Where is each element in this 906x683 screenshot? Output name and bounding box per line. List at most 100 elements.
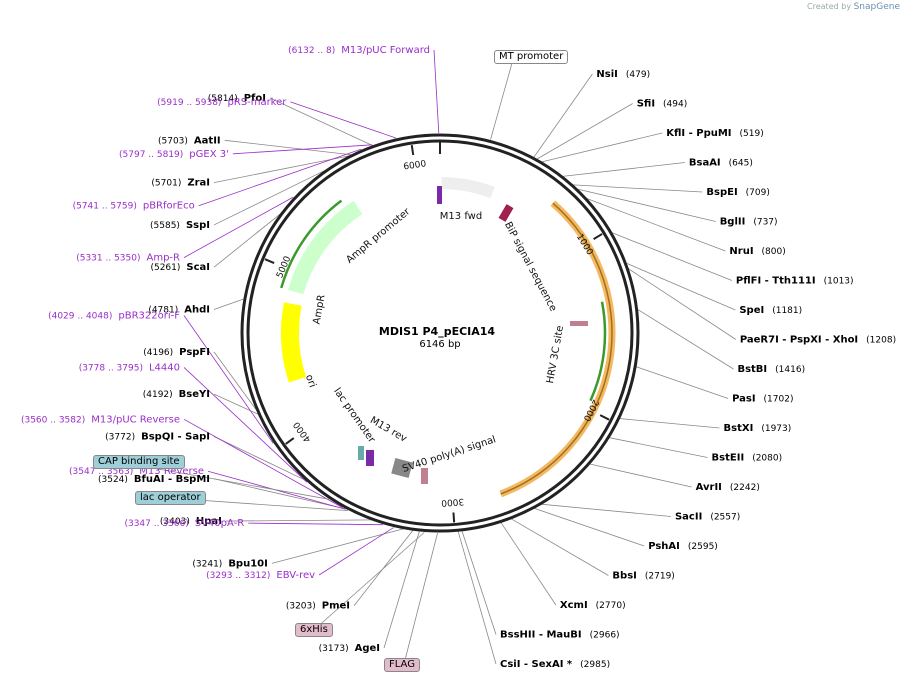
- leader-line: [457, 530, 497, 665]
- m13fwd-arrow: [441, 177, 495, 199]
- enzyme-hpai: (3403)HpaI: [160, 516, 222, 527]
- leader-line: [213, 166, 333, 226]
- leader-line: [624, 262, 736, 311]
- enzyme-bsteii: BstEII(2080): [712, 453, 783, 464]
- tick-4000: [285, 437, 295, 445]
- feature-arcs: [280, 177, 616, 498]
- leader-line: [500, 521, 557, 606]
- enzyme-avrii: AvrII(2242): [696, 482, 760, 493]
- ori-arrow: [281, 302, 307, 383]
- leader-line: [575, 188, 716, 222]
- primer-pgex-3: (5797 .. 5819)pGEX 3': [119, 149, 229, 160]
- enzyme-scai: (5261)ScaI: [150, 262, 210, 273]
- leader-line: [584, 197, 726, 252]
- lac-marker: [358, 446, 364, 460]
- plasmid-length: 6146 bp: [419, 339, 460, 350]
- leader-line: [588, 463, 692, 488]
- primer-line: [433, 49, 440, 134]
- enzyme-nsii: NsiI(479): [596, 69, 650, 80]
- enzyme-pshai: PshAI(2595): [648, 541, 718, 552]
- tick-1000: [593, 233, 603, 241]
- leader-line: [225, 519, 375, 522]
- enzyme-agei: (3173)AgeI: [319, 643, 380, 654]
- enzyme-bseyi: (4192)BseYI: [143, 389, 210, 400]
- leader-line: [532, 507, 645, 547]
- enzyme-pfoi: (5814)PfoI: [208, 93, 266, 104]
- cds-arc-line: [500, 202, 613, 495]
- leader-line: [509, 517, 609, 576]
- enzyme-bglii: BglII(737): [720, 217, 778, 228]
- enzyme-bspei: BspEI(709): [706, 187, 770, 198]
- his-marker: [421, 468, 428, 484]
- label-lines: [112, 49, 737, 665]
- enzyme-zrai: (5701)ZraI: [151, 178, 210, 189]
- ampr-outline-arc: [280, 199, 343, 289]
- feature-label-hrv: HRV 3C site: [545, 325, 566, 385]
- m13rev-marker: [366, 450, 374, 466]
- feature-box-mt-promoter: MT promoter: [494, 50, 569, 64]
- leader-line: [535, 103, 633, 161]
- feature-box-lac-operator: lac operator: [135, 491, 206, 505]
- enzyme-pasi: PasI(1702): [732, 394, 793, 405]
- enzyme-bsshii-maubi: BssHII - MauBI(2966): [500, 630, 620, 641]
- backbone-outer: [240, 133, 640, 533]
- plasmid-name: MDIS1 P4_pECIA14: [379, 325, 496, 338]
- credit: Created by SnapGene: [807, 2, 900, 12]
- tick-label: 3000: [441, 496, 465, 508]
- hrv-arc: [589, 301, 607, 402]
- enzyme-bspqi-sapi: (3772)BspQI - SapI: [105, 431, 210, 442]
- primer-sv40pa-r: (3347 .. 3366)SV40pA-R: [124, 518, 244, 529]
- feature-label-sv40: SV40 poly(A) signal: [401, 434, 497, 475]
- leader-line: [635, 365, 729, 399]
- ampr-promoter-arrow: [356, 192, 378, 212]
- leader-line: [224, 139, 354, 156]
- enzyme-pspfi: (4196)PspFI: [143, 347, 210, 358]
- primer-line: [183, 418, 343, 508]
- enzyme-bstxi: BstXI(1973): [724, 423, 792, 434]
- leader-line: [213, 351, 260, 415]
- primer-line: [183, 367, 308, 483]
- m13fwd-marker: [437, 186, 442, 204]
- feature-box-cap-binding-site: CAP binding site: [93, 455, 185, 469]
- feature-label-bip: BiP signal sequence: [502, 220, 559, 313]
- tick-6000: [410, 144, 415, 156]
- enzyme-xcmi: XcmI(2770): [560, 600, 626, 611]
- leader-line: [213, 298, 246, 310]
- tick-label: 6000: [403, 159, 427, 172]
- leader-line: [610, 231, 733, 281]
- feature-label-ampr: AmpR: [312, 294, 328, 325]
- enzyme-bpu10i: (3241)Bpu10I: [192, 558, 267, 569]
- snapgene-logo: SnapGene: [853, 2, 900, 12]
- primer-line: [183, 315, 274, 444]
- ampr-arrow: [288, 200, 363, 295]
- leader-line: [608, 437, 708, 458]
- leader-line: [636, 308, 734, 370]
- feature-box-line: [490, 55, 515, 140]
- leader-line: [383, 529, 421, 649]
- enzyme-sspi: (5585)SspI: [150, 220, 210, 231]
- primer-amp-r: (5331 .. 5350)Amp-R: [76, 253, 180, 264]
- enzyme-ahdi: (4781)AhdI: [148, 305, 210, 316]
- primer-line: [290, 101, 396, 139]
- feature-box-line: [403, 532, 438, 665]
- primer-line: [248, 522, 383, 526]
- leader-line: [532, 73, 593, 159]
- enzyme-paer7i-pspxi-xhoi: PaeR7I - PspXI - XhoI(1208): [740, 335, 896, 346]
- primer-l4440: (3778 .. 3795)L4440: [79, 362, 180, 373]
- tick-label: 5000: [275, 255, 293, 280]
- tick-3000: [452, 512, 456, 523]
- leader-line: [618, 418, 720, 429]
- enzyme-sfii: SfiI(494): [637, 99, 688, 110]
- enzyme-spei: SpeI(1181): [739, 305, 802, 316]
- enzyme-bsaai: BsaAI(645): [689, 158, 753, 169]
- enzyme-bbsi: BbsI(2719): [612, 571, 674, 582]
- leader-line: [213, 436, 311, 483]
- leader-line: [561, 162, 685, 177]
- leader-line: [571, 184, 703, 193]
- tick-2000: [599, 414, 610, 421]
- primer-m13-puc-reverse: (3560 .. 3582)M13/pUC Reverse: [21, 414, 180, 425]
- primer-line: [198, 148, 362, 207]
- feature-label-ori: ori: [303, 373, 318, 389]
